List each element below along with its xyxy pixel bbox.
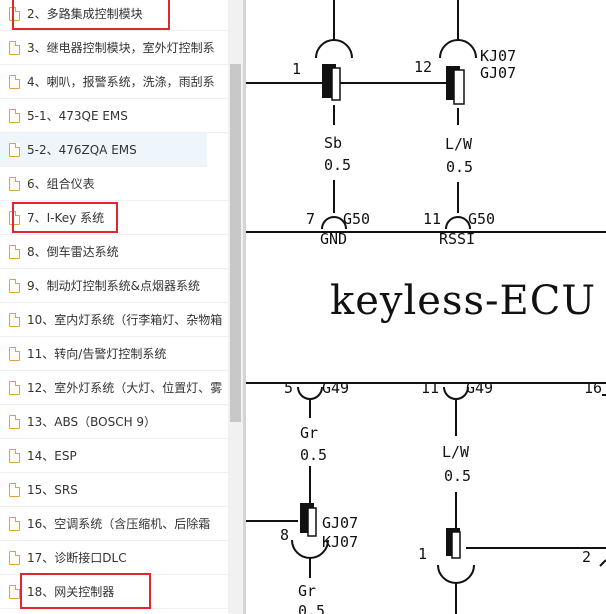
- pin-label: 8: [280, 526, 289, 544]
- tree-item-label: 18、网关控制器: [27, 585, 115, 599]
- file-icon: [9, 482, 20, 497]
- wire-color-label: L/W: [442, 443, 470, 461]
- connector-label: G50: [343, 210, 370, 228]
- tree-item-interior-light[interactable]: 10、室内灯系统（行李箱灯、杂物箱: [0, 303, 228, 337]
- tree-item-label: 6、组合仪表: [27, 177, 95, 191]
- tree-item-instrument-cluster[interactable]: 6、组合仪表: [0, 167, 228, 201]
- scrollbar-thumb[interactable]: [230, 64, 241, 422]
- tree-item-476zqa-ems[interactable]: 5-2、476ZQA EMS: [0, 133, 207, 167]
- file-icon: [9, 414, 20, 429]
- tree-item-relay-module[interactable]: 3、继电器控制模块，室外灯控制系: [0, 31, 228, 65]
- file-icon: [9, 448, 20, 463]
- tree-item-label: 12、室外灯系统（大灯、位置灯、雾: [27, 381, 223, 395]
- file-icon: [9, 210, 20, 225]
- tree-item-horn-alarm[interactable]: 4、喇叭，报警系统，洗涤，雨刮系: [0, 65, 228, 99]
- file-icon: [9, 142, 20, 157]
- tree-item-label: 4、喇叭，报警系统，洗涤，雨刮系: [27, 75, 215, 89]
- tree-item-label: 2、多路集成控制模块: [27, 7, 143, 21]
- wire-color-label: Gr: [298, 582, 316, 600]
- file-icon: [9, 244, 20, 259]
- tree-item-label: 10、室内灯系统（行李箱灯、杂物箱: [27, 313, 223, 327]
- pin-label: 2: [582, 548, 591, 566]
- tree-item-turn-signal[interactable]: 11、转向/告警灯控制系统: [0, 337, 228, 371]
- wire-size-label: 0.5: [300, 446, 327, 464]
- file-icon: [9, 40, 20, 55]
- tree-item-label: 14、ESP: [27, 449, 77, 463]
- pin-label: 1: [292, 60, 301, 78]
- pin-label: 1: [418, 545, 427, 563]
- connector-label: GJ07: [322, 514, 358, 532]
- connector-label: G49: [466, 379, 493, 397]
- file-icon: [9, 6, 20, 21]
- tree-item-brake-light[interactable]: 9、制动灯控制系统&点烟器系统: [0, 269, 228, 303]
- file-icon: [9, 278, 20, 293]
- wire-size-label: 0.5: [324, 156, 351, 174]
- tree-item-label: 15、SRS: [27, 483, 78, 497]
- highlight-box: [12, 0, 170, 30]
- tree-item-label: 13、ABS（BOSCH 9）: [27, 415, 157, 429]
- wire-color-label: Gr: [300, 424, 318, 442]
- tree-item-label: 5-2、476ZQA EMS: [27, 143, 137, 157]
- wire-size-label: 0.5: [446, 158, 473, 176]
- tree-item-label: 8、倒车雷达系统: [27, 245, 119, 259]
- pin-label: 11: [423, 210, 441, 228]
- file-icon: [9, 550, 20, 565]
- connector-label: KJ07: [322, 533, 358, 551]
- tree-item-label: 9、制动灯控制系统&点烟器系统: [27, 279, 200, 293]
- document-tree: 2、多路集成控制模块 3、继电器控制模块，室外灯控制系 4、喇叭，报警系统，洗涤…: [0, 0, 228, 614]
- tree-item-diagnostic-dlc[interactable]: 17、诊断接口DLC: [0, 541, 228, 575]
- tree-item-473qe-ems[interactable]: 5-1、473QE EMS: [0, 99, 228, 133]
- file-icon: [9, 176, 20, 191]
- file-icon: [9, 346, 20, 361]
- tree-item-parking-radar[interactable]: 8、倒车雷达系统: [0, 235, 228, 269]
- wiring-diagram-canvas: 1 12 KJ07 GJ07 Sb 0.5 L/W 0.5 7 G50 GND …: [246, 0, 606, 614]
- connector-label: KJ07: [480, 47, 516, 65]
- file-icon: [9, 74, 20, 89]
- tree-item-label: 11、转向/告警灯控制系统: [27, 347, 167, 361]
- tree-item-air-conditioning[interactable]: 16、空调系统（含压缩机、后除霜: [0, 507, 228, 541]
- wire-size-label: 0.5: [444, 467, 471, 485]
- file-icon: [9, 108, 20, 123]
- tree-item-label: 5-1、473QE EMS: [27, 109, 128, 123]
- tree-item-abs[interactable]: 13、ABS（BOSCH 9）: [0, 405, 228, 439]
- tree-item-ikey-system[interactable]: 7、I-Key 系统: [0, 201, 228, 235]
- panel-divider[interactable]: [243, 0, 246, 614]
- wiring-diagram: 1 12 KJ07 GJ07 Sb 0.5 L/W 0.5 7 G50 GND …: [246, 0, 606, 614]
- wire-color-label: L/W: [445, 135, 473, 153]
- connector-label: G49: [322, 379, 349, 397]
- pin-label: 16: [584, 379, 602, 397]
- pin-label: 7: [306, 210, 315, 228]
- tree-item-esp[interactable]: 14、ESP: [0, 439, 228, 473]
- file-icon: [9, 312, 20, 327]
- pin-function-label: GND: [320, 230, 347, 248]
- pin-function-label: RSSI: [439, 230, 475, 248]
- connector-label: GJ07: [480, 64, 516, 82]
- highlight-box: [20, 573, 151, 609]
- tree-item-label: 16、空调系统（含压缩机、后除霜: [27, 517, 211, 531]
- tree-item-multiplex-module[interactable]: 2、多路集成控制模块: [0, 0, 228, 31]
- pin-label: 11: [421, 379, 439, 397]
- wire-color-label: Sb: [324, 134, 342, 152]
- pin-label: 5: [284, 379, 293, 397]
- pin-label: 12: [414, 58, 432, 76]
- ecu-title: keyless-ECU: [330, 278, 596, 324]
- tree-item-label: 7、I-Key 系统: [27, 211, 105, 225]
- file-icon: [9, 584, 20, 599]
- tree-item-exterior-light[interactable]: 12、室外灯系统（大灯、位置灯、雾: [0, 371, 228, 405]
- tree-item-label: 3、继电器控制模块，室外灯控制系: [27, 41, 215, 55]
- highlight-box: [12, 202, 118, 233]
- file-icon: [9, 380, 20, 395]
- tree-item-srs[interactable]: 15、SRS: [0, 473, 228, 507]
- connector-label: G50: [468, 210, 495, 228]
- tree-item-label: 17、诊断接口DLC: [27, 551, 127, 565]
- wire-size-label: 0.5: [298, 602, 325, 614]
- file-icon: [9, 516, 20, 531]
